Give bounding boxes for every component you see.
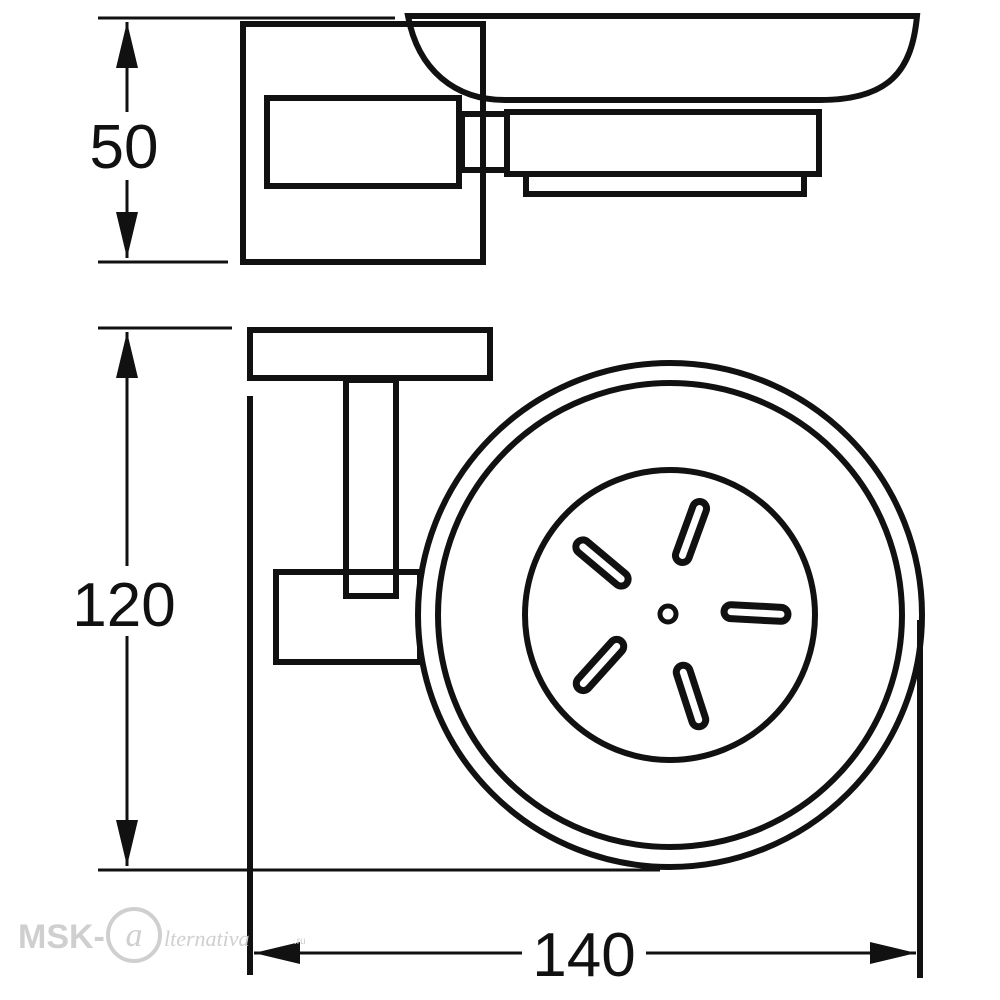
- dish-base-side: [523, 171, 807, 197]
- dim-140-arrow-right: [870, 942, 916, 964]
- watermark-suffix: .ru: [294, 936, 306, 947]
- arm-block-side: [264, 95, 462, 189]
- drain-slots: [572, 498, 792, 731]
- drain-center-hole: [657, 603, 679, 625]
- dish-holder-ring-side: [504, 109, 822, 177]
- dish-center-plate: [522, 467, 818, 763]
- watermark-prefix: MSK-: [18, 918, 105, 956]
- soap-dish-side: [404, 13, 921, 103]
- dim-50-label-bg: [84, 112, 168, 180]
- watermark: MSK- a lternativa .ru: [18, 907, 306, 963]
- dim-120-arrow-bottom: [116, 820, 138, 866]
- watermark-script: lternativa: [164, 926, 250, 951]
- dish-inner-rim: [435, 380, 905, 850]
- wall-mount-top: [247, 327, 493, 381]
- top-view: 120 140: [68, 326, 925, 990]
- dim-140-arrow-left: [254, 942, 300, 964]
- dim-120-arrow-top: [116, 332, 138, 378]
- dim-140-label: 140: [532, 921, 635, 990]
- drain-slot: [572, 536, 632, 590]
- dim-50-arrow-bottom: [116, 212, 138, 258]
- drain-slot: [720, 601, 792, 625]
- wall-mount-side: [240, 21, 486, 265]
- dim-140-label-bg: [522, 920, 646, 988]
- drain-slot: [671, 498, 711, 566]
- side-view: 50: [84, 13, 921, 265]
- stem-top: [343, 377, 399, 599]
- drain-slot: [672, 661, 710, 731]
- watermark-at-circle: [106, 907, 162, 963]
- drain-slot: [572, 635, 628, 695]
- dim-50-arrow-top: [116, 22, 138, 68]
- dim-120-label: 120: [72, 571, 175, 640]
- dim-50-label: 50: [90, 113, 159, 182]
- dim-120-label-bg: [68, 566, 186, 636]
- watermark-at-glyph: a: [126, 917, 143, 954]
